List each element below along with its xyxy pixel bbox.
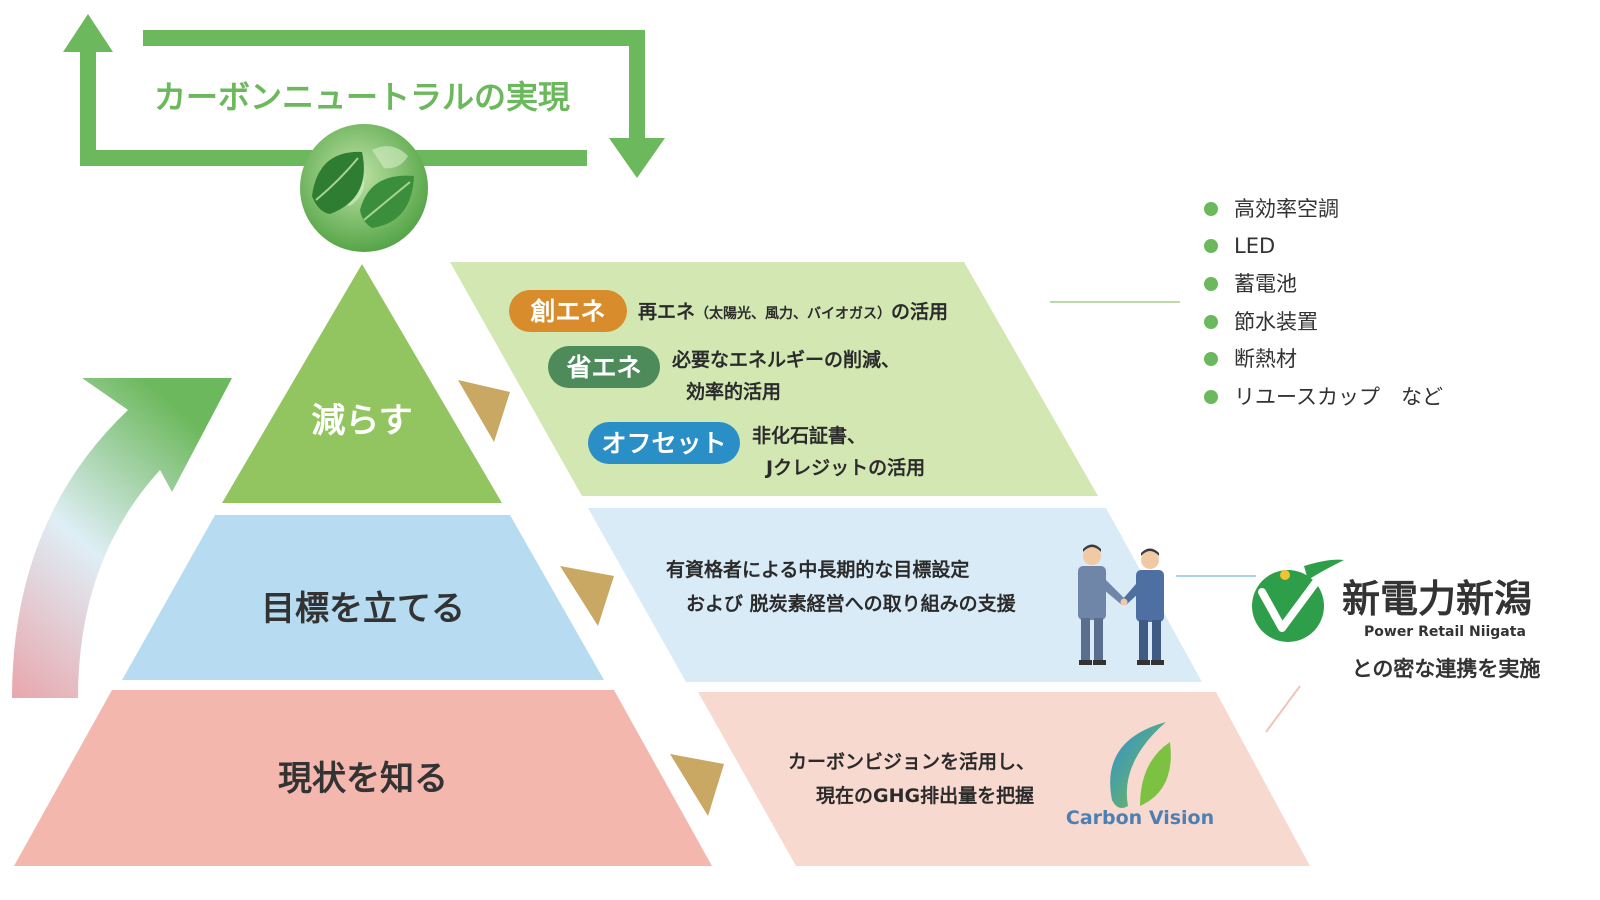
- pill-create-energy: [509, 290, 627, 332]
- item-line1: 非化石証書、: [752, 424, 866, 447]
- partner-subname: Power Retail Niigata: [1364, 624, 1526, 640]
- tier-top-item-create-energy: 創エネ 再エネ（太陽光、風力、バイオガス）の活用: [509, 290, 948, 332]
- bullet-list: 高効率空調 LED 蓄電池 節水装置 断熱材 リユースカップ など: [1204, 197, 1443, 409]
- triangle-pointer-icon: [458, 380, 510, 442]
- tier-bottom-line2: 現在のGHG排出量を把握: [816, 784, 1034, 807]
- bullet-item: 蓄電池: [1234, 272, 1297, 296]
- partner-logo-mark: [1252, 570, 1324, 642]
- tier-bottom-panel: [698, 692, 1310, 866]
- tier-top-item-save-energy: 省エネ 必要なエネルギーの削減、 効率的活用: [548, 346, 900, 403]
- partner-name: 新電力新潟: [1342, 577, 1532, 621]
- tier-top-title: 減らす: [311, 401, 412, 441]
- partner-logo: 新電力新潟 Power Retail Niigata との密な連携を実施: [1252, 559, 1541, 681]
- carbon-vision-logo: Carbon Vision: [1066, 722, 1214, 829]
- bullet-item: 節水装置: [1234, 310, 1318, 334]
- earth-leaves-icon: [300, 124, 428, 252]
- item-text-small: （太陽光、風力、バイオガス）: [695, 305, 891, 322]
- item-text: 再エネ（太陽光、風力、バイオガス）の活用: [638, 300, 948, 323]
- tier-bottom-line1: カーボンビジョンを活用し、: [788, 750, 1035, 773]
- tier-bottom-trapezoid: [14, 690, 712, 866]
- bullet-dot-icon: [1204, 390, 1218, 404]
- bullet-item: リユースカップ など: [1234, 385, 1443, 409]
- tier-middle-panel: [588, 508, 1202, 682]
- partner-caption: との密な連携を実施: [1352, 657, 1541, 681]
- pill-label: 創エネ: [530, 297, 605, 326]
- tier-top-triangle: [222, 264, 502, 503]
- triangle-pointer-icon: [560, 566, 614, 626]
- bullet-dot-icon: [1204, 239, 1218, 253]
- tier-top-item-offset: オフセット 非化石証書、 Jクレジットの活用: [588, 422, 925, 479]
- pill-offset: [588, 422, 740, 464]
- item-line2: Jクレジットの活用: [764, 456, 925, 479]
- carbon-vision-logo-text: Carbon Vision: [1066, 807, 1214, 829]
- triangle-pointer-icon: [670, 754, 724, 816]
- bullet-dot-icon: [1204, 352, 1218, 366]
- circular-arrow-icon: [63, 14, 665, 178]
- banner-title: カーボンニュートラルの実現: [154, 78, 570, 116]
- bullet-dot-icon: [1204, 202, 1218, 216]
- pill-label: 省エネ: [565, 353, 641, 382]
- item-line2: 効率的活用: [686, 380, 781, 403]
- tier-middle-title: 目標を立てる: [261, 589, 465, 629]
- tier-middle-line1: 有資格者による中長期的な目標設定: [666, 558, 969, 581]
- tier-bottom-title: 現状を知る: [278, 759, 448, 799]
- bullet-item: 高効率空調: [1234, 197, 1339, 221]
- tier-middle-line2: および 脱炭素経営への取り組みの支援: [686, 592, 1017, 615]
- handshake-illustration: [1078, 544, 1164, 665]
- tier-middle-trapezoid: [122, 515, 604, 680]
- bullet-dot-icon: [1204, 315, 1218, 329]
- bullet-dot-icon: [1204, 277, 1218, 291]
- up-arrow-icon: [12, 378, 232, 698]
- item-text-main: 再エネ: [638, 301, 695, 323]
- pill-label: オフセット: [601, 429, 726, 458]
- item-line1: 必要なエネルギーの削減、: [671, 348, 900, 371]
- pill-save-energy: [548, 346, 660, 388]
- connector-line: [1265, 685, 1301, 733]
- item-text-tail: の活用: [891, 300, 948, 323]
- bullet-item: LED: [1234, 234, 1275, 258]
- bullet-item: 断熱材: [1234, 347, 1297, 371]
